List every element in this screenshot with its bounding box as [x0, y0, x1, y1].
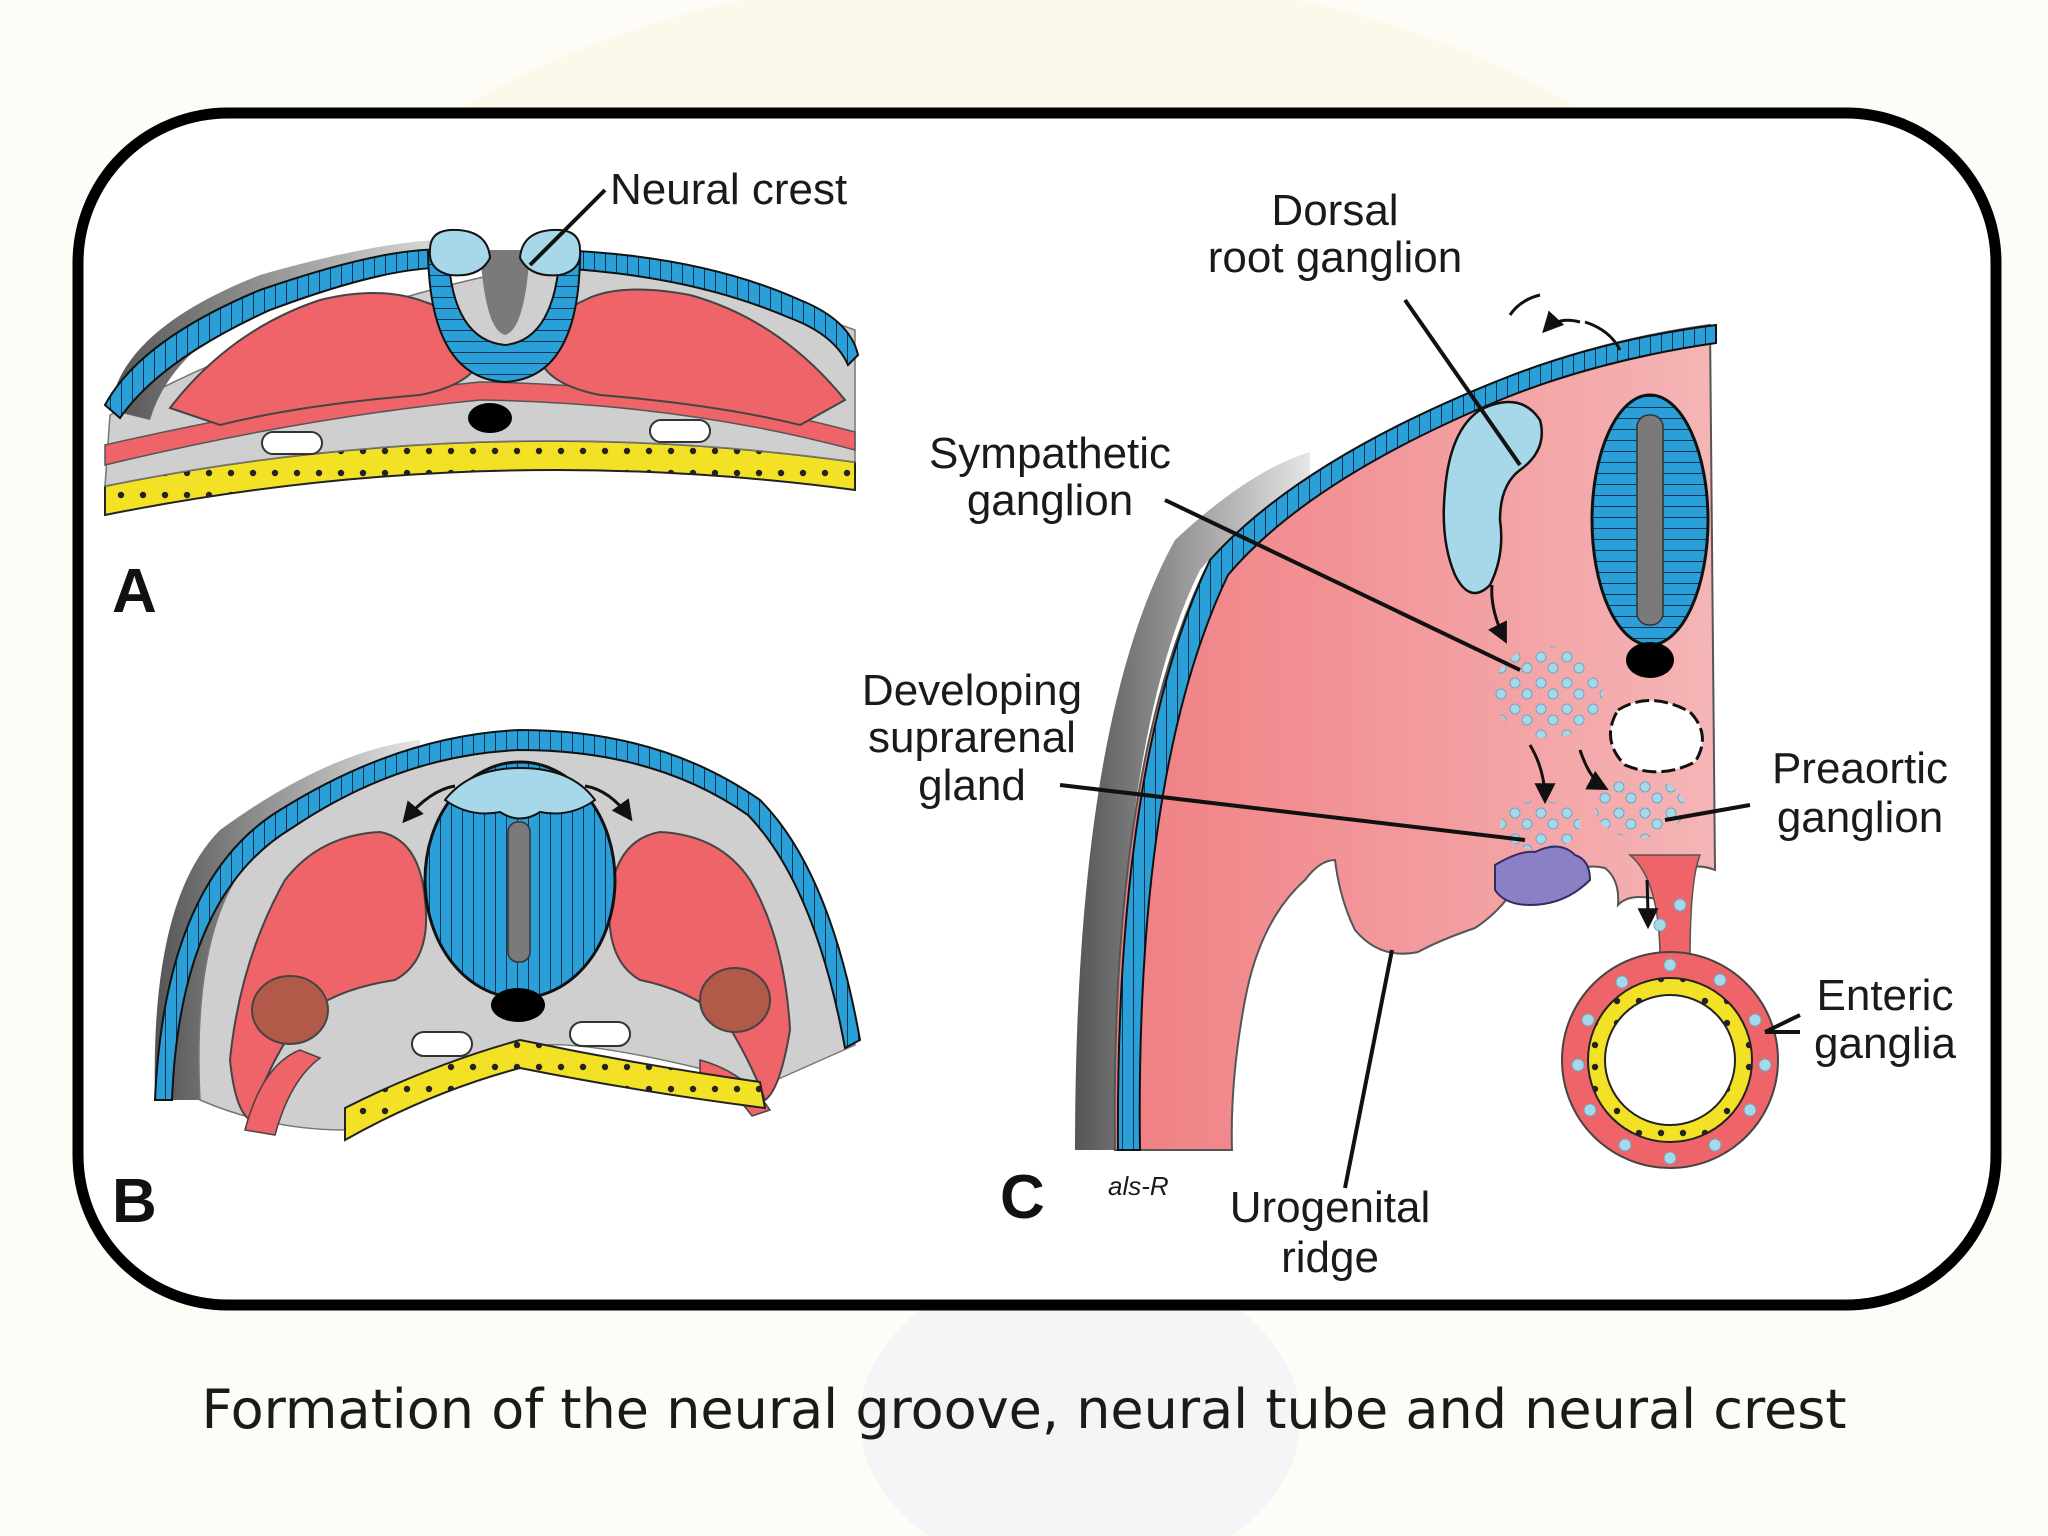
- suprarenal-leader: [1059, 783, 1526, 842]
- label-dorsal-root-ganglion-line1: Dorsal: [1271, 186, 1398, 235]
- label-preaortic-ganglion-line1: Preaortic: [1772, 744, 1948, 793]
- slide-caption: Formation of the neural groove, neural t…: [201, 1378, 1847, 1441]
- artist-signature: als-R: [1108, 1171, 1169, 1201]
- label-enteric-ganglia-line2: ganglia: [1814, 1019, 1956, 1068]
- panel-c-section: [1075, 293, 1779, 1169]
- panel-a-section: [103, 228, 860, 517]
- sympathetic-ganglion-leader: [1164, 498, 1521, 672]
- label-suprarenal-line3: gland: [918, 761, 1026, 810]
- preaortic-ganglion-leader: [1664, 803, 1751, 822]
- label-urogenital-ridge-line1: Urogenital: [1230, 1183, 1431, 1232]
- label-enteric-ganglia-line1: Enteric: [1817, 971, 1954, 1020]
- label-sympathetic-ganglion-line1: Sympathetic: [929, 429, 1171, 478]
- dorsal-root-ganglion-leader: [1403, 298, 1522, 467]
- label-neural-crest: Neural crest: [610, 165, 847, 214]
- label-preaortic-ganglion-line2: ganglion: [1777, 793, 1943, 842]
- label-urogenital-ridge-line2: ridge: [1281, 1233, 1379, 1282]
- panel-label-a: A: [112, 557, 157, 626]
- panel-b-section: [153, 728, 862, 1142]
- panel-label-c: C: [1000, 1163, 1045, 1232]
- panel-label-b: B: [112, 1167, 157, 1236]
- label-suprarenal-line1: Developing: [862, 666, 1082, 715]
- enteric-ganglia-leader-1: [1764, 1013, 1801, 1034]
- label-sympathetic-ganglion-line2: ganglion: [967, 476, 1133, 525]
- label-suprarenal-line2: suprarenal: [868, 713, 1076, 762]
- label-dorsal-root-ganglion-line2: root ganglion: [1208, 233, 1462, 282]
- neural-crest-leader: [528, 188, 607, 267]
- urogenital-ridge-leader: [1343, 949, 1394, 1189]
